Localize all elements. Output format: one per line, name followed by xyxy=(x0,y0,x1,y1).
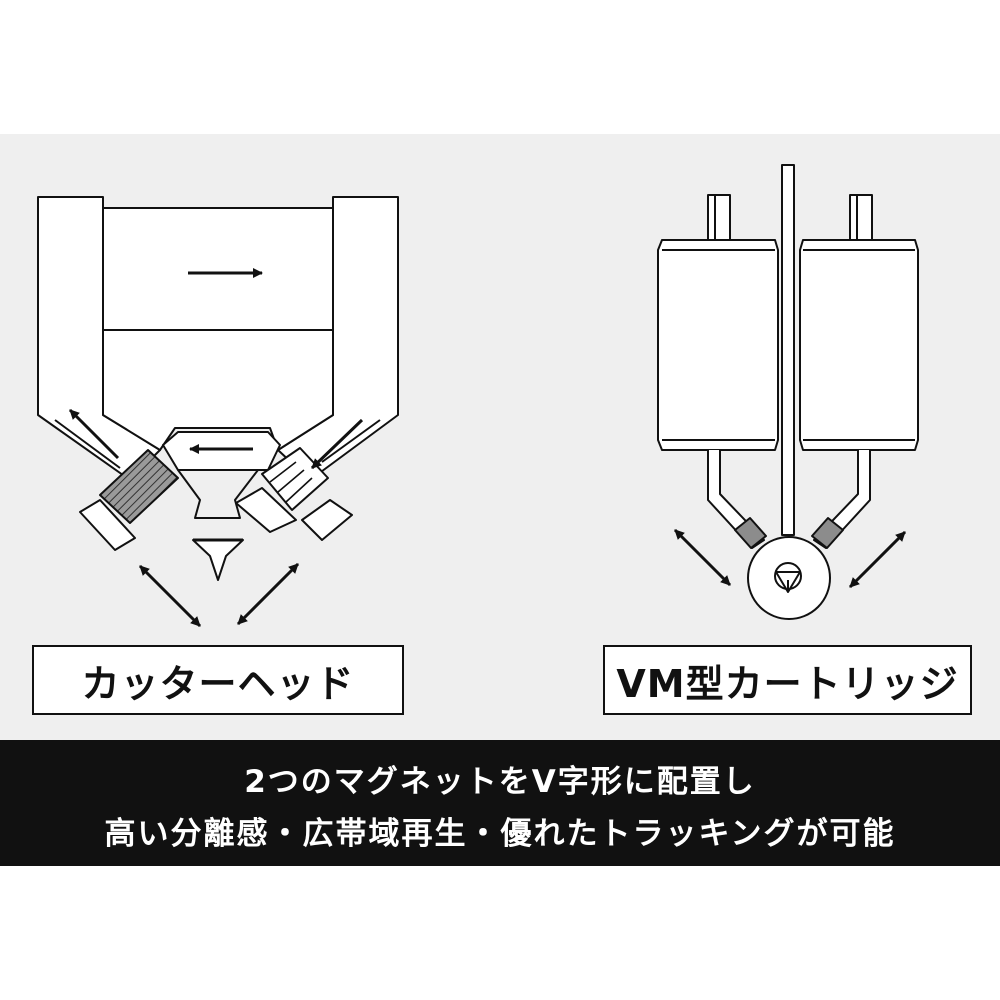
arrow-upleft-icon xyxy=(68,408,120,460)
double-arrow-left-icon xyxy=(138,564,202,628)
arrow-downleft-icon xyxy=(310,418,364,470)
cutter-body-lower xyxy=(102,329,334,451)
cutter-head-label: カッターヘッド xyxy=(32,645,404,715)
cutter-head-diagram xyxy=(37,196,399,581)
vm-center-plate xyxy=(781,164,795,536)
vm-coil-right xyxy=(799,239,919,451)
cutter-body-upper xyxy=(102,207,334,331)
cutter-center-block xyxy=(162,431,281,471)
cutter-stylus xyxy=(192,539,244,581)
vm-magnet-right xyxy=(811,517,844,549)
caption-band: 2つのマグネットをV字形に配置し 高い分離感・広帯域再生・優れたトラッキングが可… xyxy=(0,740,1000,866)
double-arrow-right-icon xyxy=(848,530,907,589)
vm-arrows xyxy=(673,528,907,589)
cutter-arrows xyxy=(68,268,364,628)
cutter-magnet-left xyxy=(99,449,179,524)
double-arrow-right-icon xyxy=(236,562,300,626)
vm-cartridge-diagram xyxy=(657,164,919,620)
vm-cartridge-label: VM型カートリッジ xyxy=(603,645,972,715)
caption-line-2: 高い分離感・広帯域再生・優れたトラッキングが可能 xyxy=(104,816,896,852)
double-arrow-left-icon xyxy=(673,528,732,587)
caption-line-1: 2つのマグネットをV字形に配置し xyxy=(244,764,756,800)
vm-magnet-left xyxy=(734,517,767,549)
vm-coil-left xyxy=(657,239,779,451)
